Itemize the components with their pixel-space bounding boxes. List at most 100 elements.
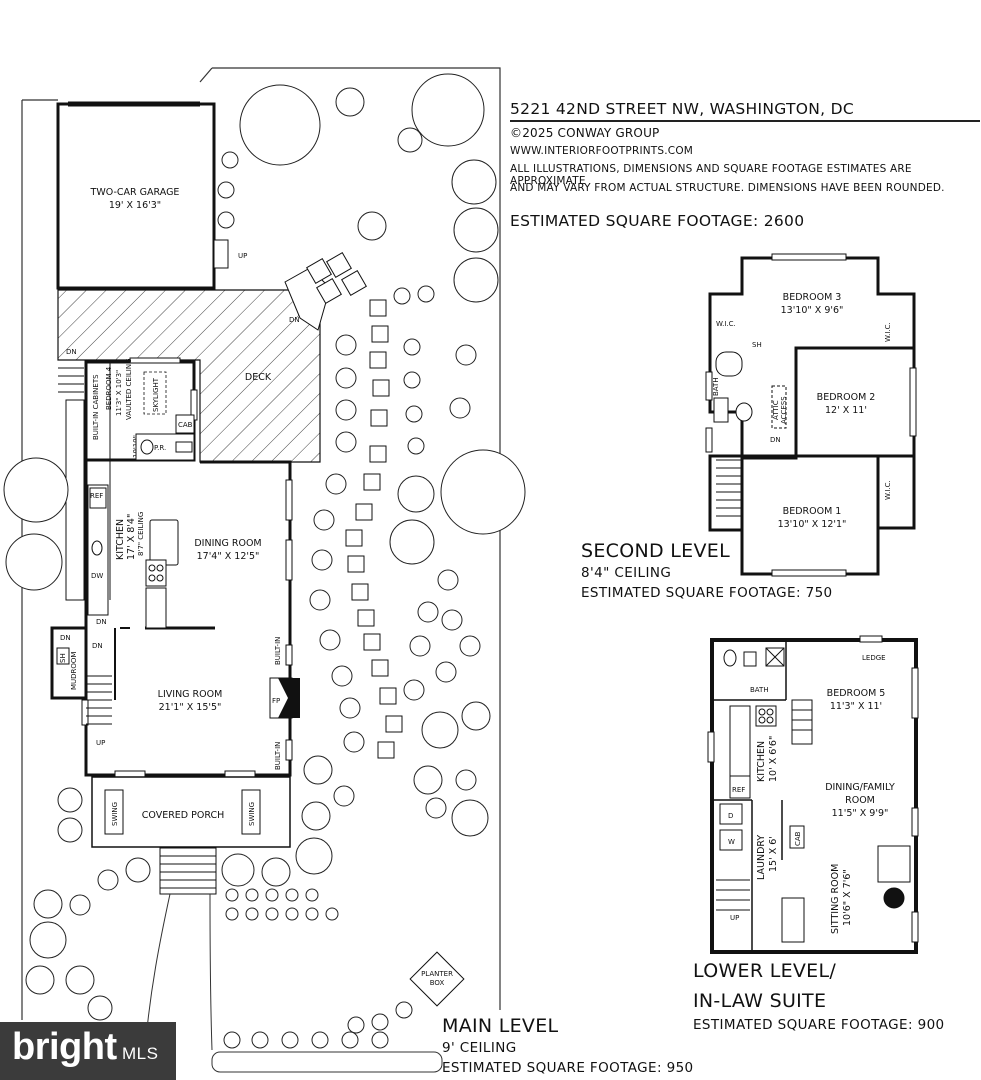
lower-kitchen-label: KITCHEN [756, 741, 767, 782]
lower-bath-label: BATH [750, 686, 769, 694]
bedroom3-label: BEDROOM 3 [783, 292, 842, 303]
mudroom-shower-label: SH [59, 653, 67, 663]
lower-ref-label: REF [732, 786, 745, 794]
main-stairs-up-label: UP [96, 739, 105, 747]
built-in-cabinets [65, 399, 85, 601]
ledge-label: LEDGE [862, 654, 886, 662]
main-level-sqft: ESTIMATED SQUARE FOOTAGE: 950 [442, 1060, 694, 1076]
bedroom1-dimensions: 13'10" X 12'1" [778, 519, 847, 530]
built-in-lower-label: BUILT-IN [274, 742, 282, 770]
second-level-fixtures [713, 351, 787, 517]
kitchen-label: KITCHEN [115, 519, 126, 560]
lower-level-walls [710, 638, 918, 954]
disclaimer-line-1: ALL ILLUSTRATIONS, DIMENSIONS AND SQUARE… [510, 163, 912, 187]
attic-label: ATTIC [772, 400, 780, 420]
bedroom4-cabinet [175, 414, 195, 434]
main-level-ceiling: 9' CEILING [442, 1040, 517, 1056]
dining-family-label-1: DINING/FAMILY [825, 782, 895, 793]
main-stairs-dn-label: DN [92, 642, 103, 650]
header-divider [510, 120, 980, 122]
swing-left-label: SWING [111, 802, 119, 826]
bedroom4-dimensions: 11'3" X 10'3" [115, 370, 123, 416]
kitchen-counters [87, 484, 179, 629]
website-text: WWW.INTERIORFOOTPRINTS.COM [510, 145, 694, 157]
deck-stairs [306, 252, 367, 304]
garage-label: TWO-CAR GARAGE [90, 187, 180, 198]
lower-level-sqft: ESTIMATED SQUARE FOOTAGE: 900 [693, 1017, 945, 1033]
fireplace-label: FP [272, 697, 280, 705]
bedroom3-wic-right-label: W.I.C. [884, 322, 892, 342]
lower-level-title-1: LOWER LEVEL/ [693, 960, 837, 982]
skylight-label: SKYLIGHT [152, 377, 160, 412]
kitchen-ceiling: 8'7" CEILING [137, 512, 145, 556]
bedroom4-ceiling: VAULTED CEILING [125, 358, 133, 420]
kitchen-dimensions: 17' X 8'4" [126, 514, 137, 560]
laundry-label: LAUNDRY [756, 835, 767, 880]
dining-room-dimensions: 17'4" X 12'5" [197, 551, 260, 562]
lower-up-label: UP [730, 914, 739, 922]
sitting-room-dimensions: 10'6" X 7'6" [842, 869, 853, 926]
main-windows [81, 357, 293, 778]
dining-family-label-2: ROOM [845, 795, 875, 806]
total-square-footage: ESTIMATED SQUARE FOOTAGE: 2600 [510, 212, 805, 230]
access-label: ACCESS [780, 396, 788, 424]
garage-dimensions: 19' X 16'3" [109, 200, 161, 211]
sitting-room-label: SITTING ROOM [830, 864, 841, 934]
brand-suffix: MLS [122, 1044, 159, 1063]
built-in-upper-label: BUILT-IN [274, 637, 282, 665]
mudroom-dn-label: DN [60, 634, 71, 642]
second-level-title: SECOND LEVEL [581, 540, 730, 562]
dining-family-dimensions: 11'5" X 9'9" [832, 808, 889, 819]
copyright-text: ©2025 CONWAY GROUP [510, 126, 660, 140]
second-level-ceiling: 8'4" CEILING [581, 565, 672, 581]
fireplace [269, 677, 300, 719]
main-stairs [58, 367, 112, 725]
powder-room-label: P.R. [154, 444, 166, 452]
property-address: 5221 42ND STREET NW, WASHINGTON, DC [510, 100, 854, 118]
built-in-cabinets-label: BUILT-IN CABINETS [92, 374, 100, 440]
bedroom3-dimensions: 13'10" X 9'6" [781, 305, 844, 316]
dishwasher-label: DW [91, 572, 103, 580]
garage [56, 101, 229, 290]
bright-mls-logo: bright MLS [0, 1022, 176, 1080]
lower-level-title-2: IN-LAW SUITE [693, 990, 827, 1012]
disclaimer-line-2: AND MAY VARY FROM ACTUAL STRUCTURE. DIME… [510, 182, 945, 194]
powder-room [135, 433, 195, 461]
skylight [143, 371, 167, 415]
lower-level-fixtures [707, 635, 919, 943]
landscape-shrubs [3, 73, 526, 1049]
swing-right-label: SWING [248, 802, 256, 826]
planter-box [409, 951, 465, 1007]
main-level-title: MAIN LEVEL [442, 1015, 559, 1037]
covered-porch [91, 776, 291, 895]
mudroom-label: MUDROOM [70, 652, 78, 690]
second-level-shower-label: SH [752, 341, 762, 349]
bedroom2-label: BEDROOM 2 [817, 392, 876, 403]
second-level-sqft: ESTIMATED SQUARE FOOTAGE: 750 [581, 585, 833, 601]
bedroom1-wic-label: W.I.C. [884, 480, 892, 500]
deck-dn-label: DN [289, 316, 300, 324]
covered-porch-label: COVERED PORCH [142, 810, 225, 821]
lower-kitchen-dimensions: 10' X 6'6" [768, 736, 779, 782]
bedroom5-dimensions: 11'3" X 11' [830, 701, 882, 712]
kitchen-ref-label: REF [90, 492, 103, 500]
lower-cab-label: CAB [794, 831, 802, 846]
bedroom4-cab-label: CAB [178, 421, 193, 429]
dining-room-label: DINING ROOM [194, 538, 261, 549]
deck-left-dn-label: DN [66, 348, 77, 356]
dryer-label: D [728, 812, 733, 820]
planter-label-1: PLANTER [421, 970, 453, 978]
bedroom1-label: BEDROOM 1 [783, 506, 842, 517]
kitchen-dn-label: DN [96, 618, 107, 626]
garage-up-label: UP [238, 252, 247, 260]
lower-level-interior [712, 640, 787, 950]
bedroom3-wic-left-label: W.I.C. [716, 320, 736, 328]
living-room-label: LIVING ROOM [158, 689, 223, 700]
second-level-bath-label: BATH [712, 377, 720, 396]
living-room-dimensions: 21'1" X 15'5" [159, 702, 222, 713]
mudroom [50, 626, 88, 700]
planter-label-2: BOX [430, 979, 445, 987]
second-level-windows [705, 253, 917, 577]
bedroom4-label: BEDROOM 4 [105, 366, 113, 410]
